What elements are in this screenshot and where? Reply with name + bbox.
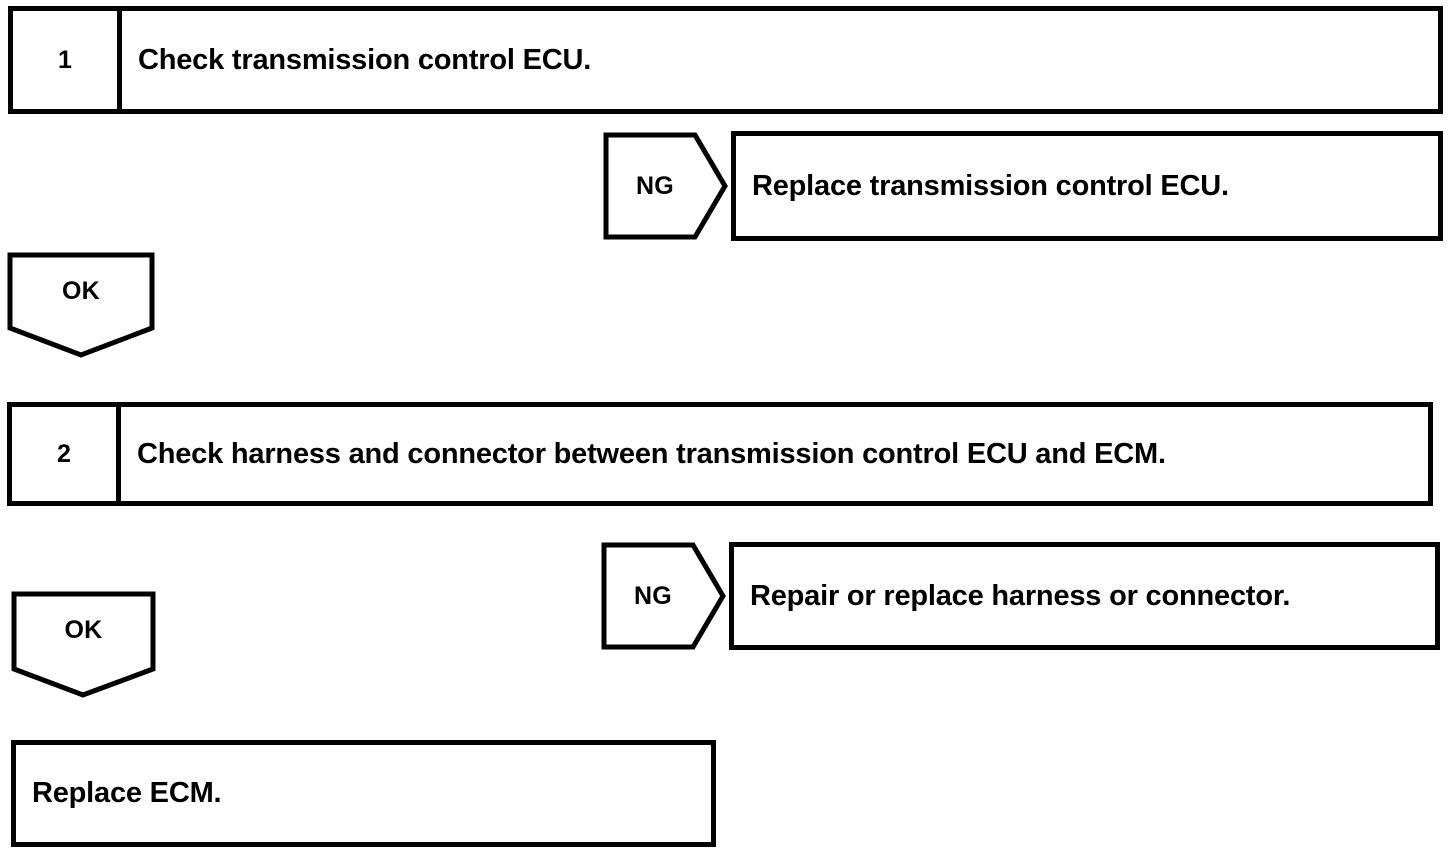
step-1-ng-tag: NG <box>603 132 728 240</box>
step-1-ok-tag: OK <box>7 252 155 358</box>
ng-pentagon-icon <box>603 132 728 240</box>
step-2-ng-action-box: Repair or replace harness or connector. <box>729 542 1440 650</box>
step-1-number: 1 <box>13 11 122 109</box>
step-1-ng-label: NG <box>635 171 675 200</box>
ok-pentagon-icon <box>7 252 155 358</box>
step-2-text: Check harness and connector between tran… <box>137 437 1166 470</box>
step-1-box: 1 Check transmission control ECU. <box>8 6 1443 114</box>
step-2-ng-tag: NG <box>601 542 726 650</box>
ok-pentagon-icon <box>11 591 156 698</box>
step-1-ng-action-box: Replace transmission control ECU. <box>731 131 1443 241</box>
step-2-ok-label: OK <box>64 615 103 644</box>
final-action-box: Replace ECM. <box>11 740 716 847</box>
step-2-box: 2 Check harness and connector between tr… <box>7 402 1433 506</box>
step-2-ng-label: NG <box>633 581 673 610</box>
step-2-number: 2 <box>12 407 121 501</box>
step-1-text: Check transmission control ECU. <box>138 43 592 76</box>
ng-pentagon-icon <box>601 542 726 650</box>
step-2-ok-tag: OK <box>11 591 156 698</box>
step-1-ok-label: OK <box>61 276 101 305</box>
